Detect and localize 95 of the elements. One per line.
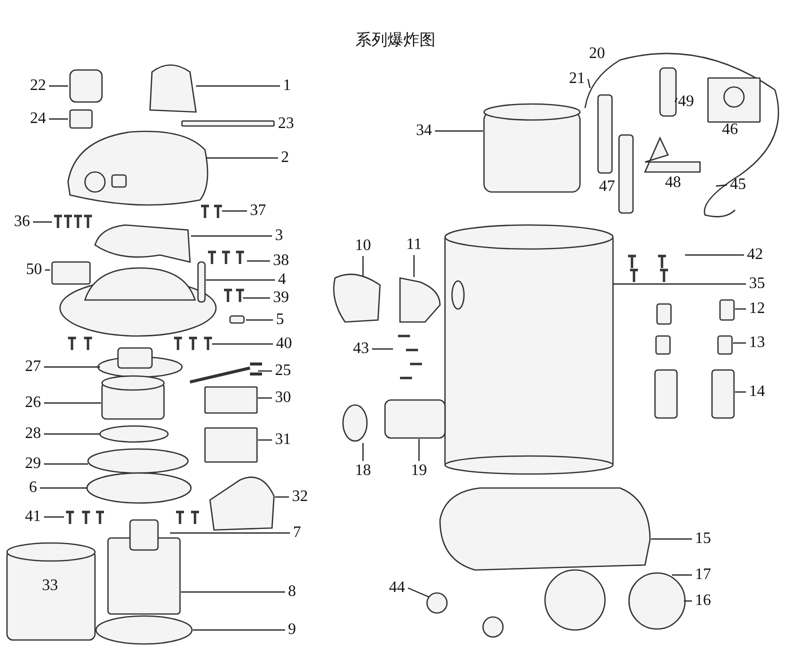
callout-number: 15 xyxy=(694,530,712,548)
leader-line xyxy=(44,516,64,518)
leader-line xyxy=(33,221,52,223)
callout-number: 1 xyxy=(282,77,292,95)
leader-line xyxy=(246,319,273,321)
leader-line xyxy=(735,308,746,310)
leader-line xyxy=(49,85,68,87)
leader-line xyxy=(362,256,364,276)
leader-line xyxy=(684,600,692,602)
leader-line xyxy=(247,260,270,262)
callout-number: 31 xyxy=(274,431,292,449)
callout-number: 19 xyxy=(410,462,428,480)
leader-line xyxy=(258,397,272,399)
callout-number: 44 xyxy=(388,579,406,597)
callout-number: 49 xyxy=(677,93,695,111)
leader-line xyxy=(212,343,273,345)
callout-number: 18 xyxy=(354,462,372,480)
leader-line xyxy=(275,496,289,498)
leader-line xyxy=(413,255,415,277)
callout-number: 10 xyxy=(354,237,372,255)
callout-number: 8 xyxy=(287,583,297,601)
callout-number: 42 xyxy=(746,246,764,264)
callout-number: 32 xyxy=(291,488,309,506)
leader-line xyxy=(587,78,591,88)
callout-number: 41 xyxy=(24,508,42,526)
callout-number: 50 xyxy=(25,261,43,279)
callout-number: 13 xyxy=(748,334,766,352)
leader-line xyxy=(613,283,746,285)
callout-number: 34 xyxy=(415,122,433,140)
callout-number: 25 xyxy=(274,362,292,380)
callout-number: 22 xyxy=(29,77,47,95)
leader-line xyxy=(44,433,100,435)
leader-line xyxy=(685,254,744,256)
leader-line xyxy=(672,574,692,576)
callout-number: 11 xyxy=(405,236,423,254)
leader-line xyxy=(651,538,692,540)
callout-number: 5 xyxy=(275,311,285,329)
callout-number: 14 xyxy=(748,383,766,401)
leader-line xyxy=(258,439,272,441)
callout-number: 9 xyxy=(287,621,297,639)
callout-number: 24 xyxy=(29,110,47,128)
leader-line xyxy=(733,342,746,344)
callout-number: 2 xyxy=(280,149,290,167)
callout-number: 37 xyxy=(249,202,267,220)
leader-line xyxy=(716,184,728,187)
leader-line xyxy=(170,532,290,534)
callout-number: 21 xyxy=(568,70,586,88)
callout-number: 28 xyxy=(24,425,42,443)
callout-number: 40 xyxy=(275,335,293,353)
leader-line xyxy=(44,402,101,404)
callout-number: 39 xyxy=(272,289,290,307)
leader-line xyxy=(674,98,678,102)
callout-number: 46 xyxy=(721,121,739,139)
callout-number: 20 xyxy=(588,45,606,63)
callout-number: 17 xyxy=(694,566,712,584)
leader-line xyxy=(44,366,100,368)
leader-line xyxy=(222,210,247,212)
callout-number: 35 xyxy=(748,275,766,293)
callout-number: 43 xyxy=(352,340,370,358)
callout-number: 7 xyxy=(292,524,302,542)
leader-line xyxy=(40,487,87,489)
leader-line xyxy=(196,85,280,87)
callout-number: 27 xyxy=(24,358,42,376)
leader-line xyxy=(181,591,285,593)
leader-line xyxy=(206,279,275,281)
callout-number: 36 xyxy=(13,213,31,231)
leader-line xyxy=(418,439,420,461)
leader-line xyxy=(243,297,270,299)
leader-line xyxy=(362,443,364,461)
callout-number: 33 xyxy=(41,577,59,595)
callout-number: 29 xyxy=(24,455,42,473)
callout-number: 38 xyxy=(272,252,290,270)
leader-line xyxy=(408,587,430,598)
callout-number: 3 xyxy=(274,227,284,245)
leader-line xyxy=(45,269,50,271)
leader-line xyxy=(435,130,483,132)
callout-number: 48 xyxy=(664,174,682,192)
leader-line xyxy=(206,157,278,159)
leader-line xyxy=(191,235,272,237)
callout-number: 26 xyxy=(24,394,42,412)
leader-line xyxy=(372,348,393,350)
callout-number: 30 xyxy=(274,389,292,407)
callout-number: 4 xyxy=(277,271,287,289)
callout-number: 45 xyxy=(729,176,747,194)
callout-number: 16 xyxy=(694,592,712,610)
leader-line xyxy=(193,629,285,631)
diagram-title: 系列爆炸图 xyxy=(356,30,436,51)
leader-line xyxy=(49,118,68,120)
leader-line xyxy=(258,370,272,372)
callout-number: 6 xyxy=(28,479,38,497)
leader-line xyxy=(735,391,746,393)
callout-number: 47 xyxy=(598,178,616,196)
callout-number: 23 xyxy=(277,115,295,133)
leader-line xyxy=(44,463,88,465)
callout-number: 12 xyxy=(748,300,766,318)
